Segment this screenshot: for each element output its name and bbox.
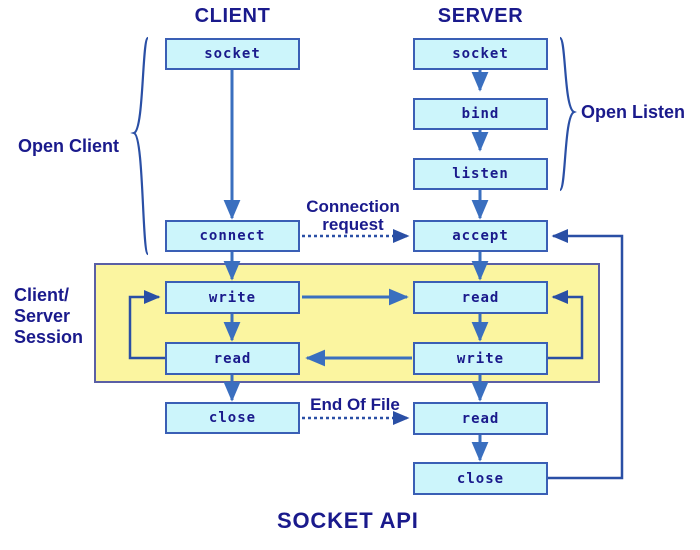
arrow-client-read-loop-to-write [128,289,165,360]
server-box-accept[interactable]: accept [413,220,548,252]
server-box-write[interactable]: write [413,342,548,375]
brace-open-listen [558,36,577,192]
edge-label-end-of-file: End Of File [310,395,400,414]
server-box-socket[interactable]: socket [413,38,548,70]
session-label-line-1: Client/ [14,285,70,305]
client-box-write[interactable]: write [165,281,300,314]
arrow-server-write-loop-to-read [547,290,584,360]
brace-open-client [130,36,150,256]
column-header-client: CLIENT [194,5,271,27]
server-box-read[interactable]: read [413,281,548,314]
connection-request-line-2: request [322,214,384,234]
group-label-open-listen: Open Listen [581,102,686,122]
arrow-server-close-to-accept-return [547,229,624,480]
client-box-socket[interactable]: socket [165,38,300,70]
server-box-close[interactable]: close [413,462,548,495]
server-box-listen[interactable]: listen [413,158,548,190]
group-label-client-server-session: Client/ Server Session [14,285,83,349]
connection-request-line-1: Connection [306,197,400,216]
client-box-connect[interactable]: connect [165,220,300,252]
group-label-open-client: Open Client [18,136,120,156]
edge-label-connection-request: Connection request [298,198,408,234]
session-label-line-3: Session [14,327,84,348]
column-header-server: SERVER [437,5,524,27]
diagram-title: SOCKET API [277,508,419,533]
client-box-close[interactable]: close [165,402,300,434]
server-box-read-2[interactable]: read [413,402,548,435]
session-label-line-2: Server [14,306,71,327]
server-box-bind[interactable]: bind [413,98,548,130]
client-box-read[interactable]: read [165,342,300,375]
